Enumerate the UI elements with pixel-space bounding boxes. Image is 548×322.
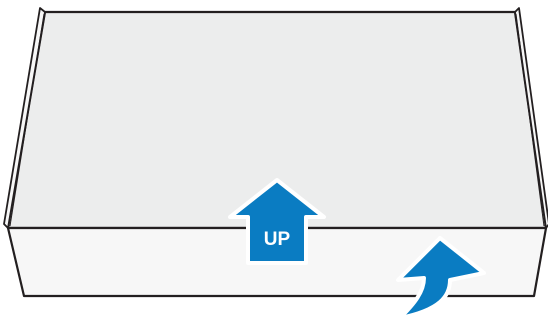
curved-lift-arrow-icon [396,236,486,320]
box-left-flap [3,7,46,229]
box-right-crease [515,13,545,227]
up-label: UP [264,229,291,250]
up-arrow-icon: UP [228,178,326,265]
box-left-crease [9,13,45,227]
box-right-flap [514,7,548,229]
